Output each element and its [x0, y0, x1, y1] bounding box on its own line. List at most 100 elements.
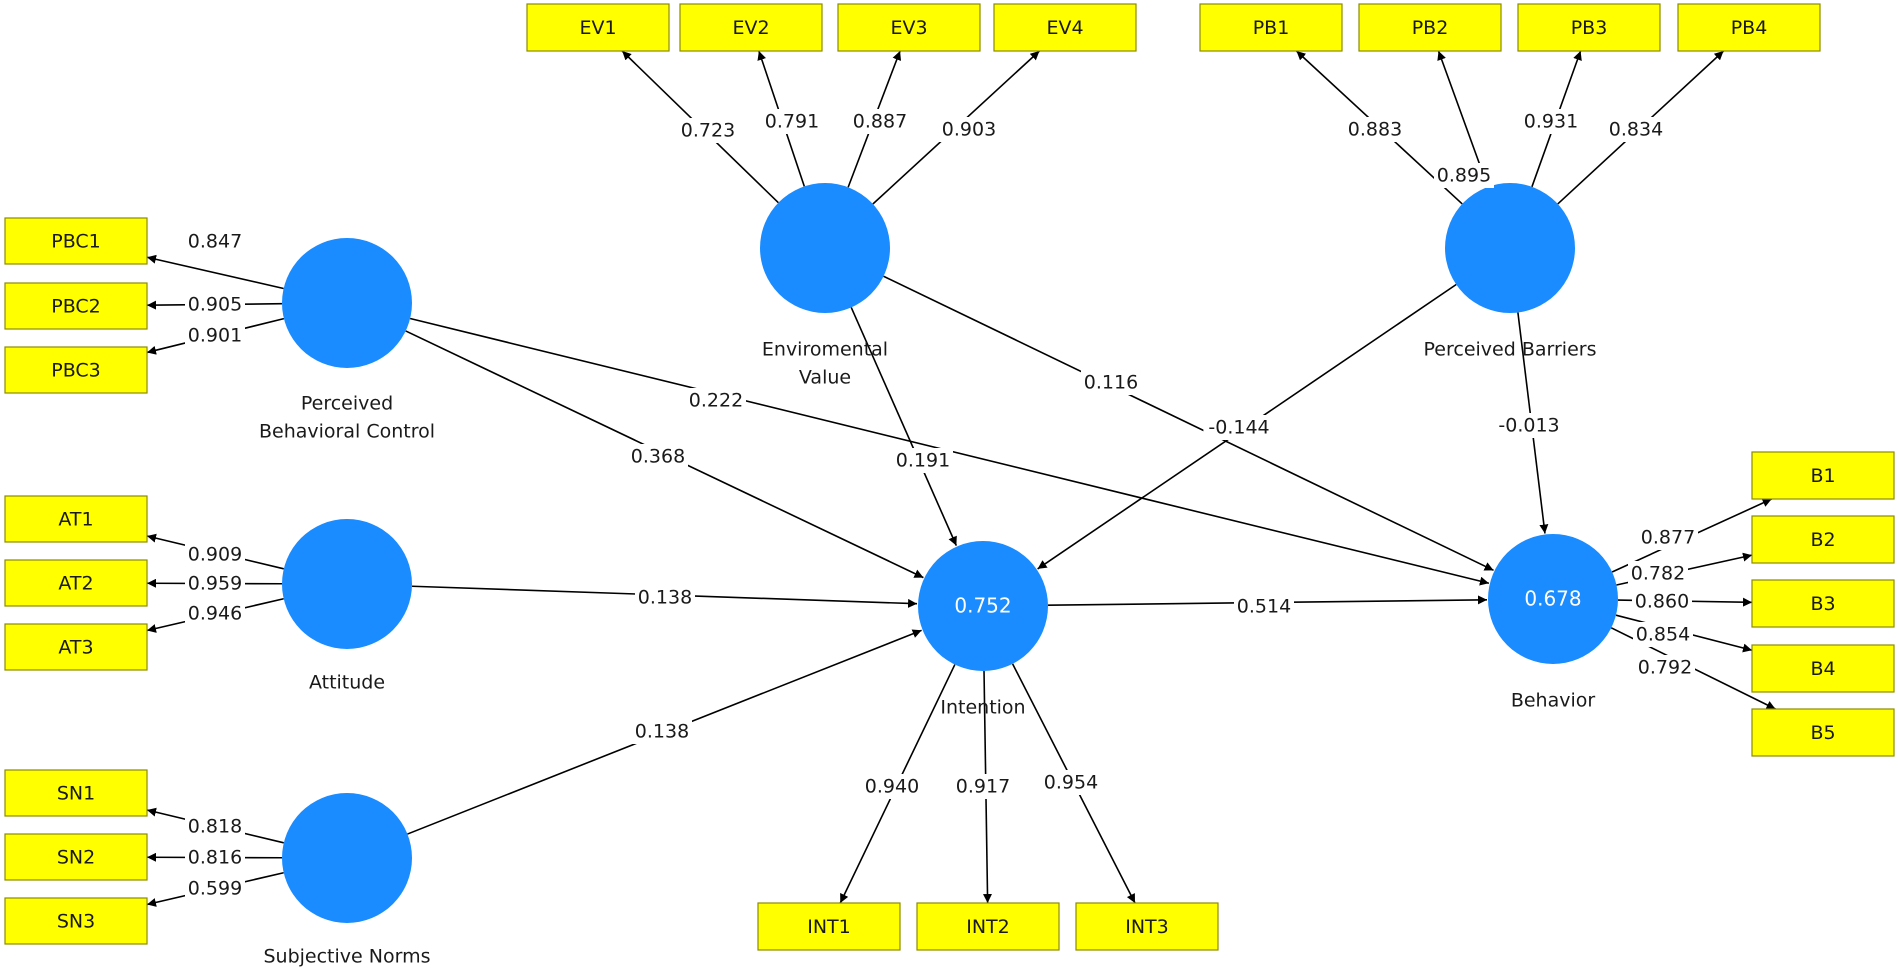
indicator-label-b1: B1 [1810, 465, 1835, 487]
indicator-label-ev3: EV3 [890, 17, 927, 39]
loading-value-b1: 0.877 [1641, 527, 1695, 549]
loading-value-int1: 0.940 [865, 776, 919, 798]
indicator-box-pb1 [1199, 3, 1343, 52]
indicator-label-b2: B2 [1810, 529, 1835, 551]
path-coef-ev-int-bg [893, 448, 953, 473]
loading-value-at2: 0.959 [188, 573, 242, 595]
loading-value-pb2-bg [1434, 163, 1494, 188]
indicator-box-pb2 [1358, 3, 1502, 52]
construct-pb [1445, 183, 1575, 313]
indicator-box-pbc3 [4, 346, 148, 394]
indicator-box-ev1 [526, 3, 670, 52]
loading-value-pbc1: 0.847 [188, 231, 242, 253]
loading-value-ev4-bg [939, 117, 999, 142]
construct-label-pbc-0: Perceived [301, 393, 393, 415]
loading-value-b1-bg [1638, 525, 1698, 550]
loading-value-int2: 0.917 [956, 776, 1010, 798]
indicator-label-int3: INT3 [1125, 916, 1169, 938]
loading-arrow-pbc1 [146, 254, 284, 290]
path-coef-att-int-bg [635, 585, 695, 610]
path-coef-int-beh-bg [1234, 594, 1294, 619]
loading-value-b5: 0.792 [1638, 657, 1692, 679]
indicator-label-b5: B5 [1810, 722, 1835, 744]
loading-value-b2-bg [1628, 561, 1688, 586]
construct-label-beh-0: Behavior [1511, 690, 1596, 712]
loading-value-pb1-bg [1345, 117, 1405, 142]
indicator-box-at3 [4, 623, 148, 671]
indicator-box-int1 [757, 902, 901, 951]
path-coef-pb-beh: -0.013 [1498, 415, 1559, 437]
construct-label-pb-0: Perceived Barriers [1424, 339, 1597, 361]
construct-r2-beh: 0.678 [1524, 587, 1581, 611]
loading-value-int3-bg [1041, 770, 1101, 795]
construct-label-sn-0: Subjective Norms [263, 946, 430, 968]
loading-value-b4-bg [1633, 622, 1693, 647]
loading-value-ev4: 0.903 [942, 119, 996, 141]
loading-value-pbc3: 0.901 [188, 325, 242, 347]
loading-value-b5-bg [1635, 655, 1695, 680]
loading-value-pbc3-bg [185, 323, 245, 348]
construct-pbc [282, 238, 412, 368]
construct-label-ev-0: Enviromental [762, 339, 888, 361]
loading-value-b3-bg [1632, 589, 1692, 614]
indicator-label-pb2: PB2 [1412, 17, 1449, 39]
loading-value-ev2-bg [762, 109, 822, 134]
indicator-label-pb4: PB4 [1731, 17, 1768, 39]
loading-value-sn2-bg [185, 845, 245, 870]
indicator-label-at3: AT3 [58, 637, 93, 659]
path-coef-pbc-beh: 0.222 [689, 390, 743, 412]
indicator-box-sn2 [4, 833, 148, 881]
loading-value-at3: 0.946 [188, 603, 242, 625]
loading-value-ev3-bg [850, 109, 910, 134]
path-coef-pbc-int: 0.368 [631, 446, 685, 468]
path-coef-att-int: 0.138 [638, 587, 692, 609]
construct-label-pbc-1: Behavioral Control [259, 421, 435, 443]
indicator-label-at2: AT2 [58, 573, 93, 595]
loading-value-int1-bg [862, 774, 922, 799]
indicator-label-at1: AT1 [58, 509, 93, 531]
loading-value-sn1-bg [185, 814, 245, 839]
loading-value-b3: 0.860 [1635, 591, 1689, 613]
indicator-box-sn1 [4, 769, 148, 817]
loading-value-sn1: 0.818 [188, 816, 242, 838]
loading-value-sn3: 0.599 [188, 878, 242, 900]
indicator-label-ev4: EV4 [1046, 17, 1083, 39]
construct-label-ev-1: Value [799, 367, 851, 389]
path-coef-pb-int-bg [1203, 415, 1275, 440]
path-arrow-ev-int [850, 307, 958, 546]
indicator-box-at2 [4, 559, 148, 607]
loading-value-pb2: 0.895 [1437, 165, 1491, 187]
indicator-label-pbc1: PBC1 [51, 231, 101, 253]
path-coef-ev-beh-bg [1081, 370, 1141, 395]
loading-value-pbc1-bg [185, 229, 245, 254]
indicator-box-ev3 [837, 3, 981, 52]
indicator-label-pbc3: PBC3 [51, 360, 101, 382]
indicator-label-sn2: SN2 [57, 847, 95, 869]
construct-label-att-0: Attitude [309, 672, 385, 694]
construct-int [918, 541, 1048, 671]
loading-value-b4: 0.854 [1636, 624, 1690, 646]
indicator-box-ev2 [679, 3, 823, 52]
indicator-box-b3 [1751, 579, 1895, 628]
indicator-label-b4: B4 [1810, 658, 1835, 680]
construct-r2-int: 0.752 [954, 594, 1011, 618]
loading-value-pb3: 0.931 [1524, 111, 1578, 133]
loading-value-at1-bg [185, 542, 245, 567]
loading-value-pb3-bg [1521, 109, 1581, 134]
constructs-layer: 0.752 0.678 [282, 183, 1618, 923]
indicator-box-pbc1 [4, 217, 148, 265]
indicator-label-int2: INT2 [966, 916, 1010, 938]
loading-value-sn2: 0.816 [188, 847, 242, 869]
loading-value-ev1: 0.723 [681, 120, 735, 142]
loading-value-ev3: 0.887 [853, 111, 907, 133]
loading-value-pbc2-bg [185, 292, 245, 317]
indicator-label-sn3: SN3 [57, 911, 95, 933]
loading-value-at3-bg [185, 601, 245, 626]
loading-value-ev2: 0.791 [765, 111, 819, 133]
indicator-box-at1 [4, 495, 148, 543]
indicator-box-pbc2 [4, 282, 148, 330]
loading-value-pb4-bg [1606, 117, 1666, 142]
path-coef-sn-int: 0.138 [635, 721, 689, 743]
construct-sn [282, 793, 412, 923]
